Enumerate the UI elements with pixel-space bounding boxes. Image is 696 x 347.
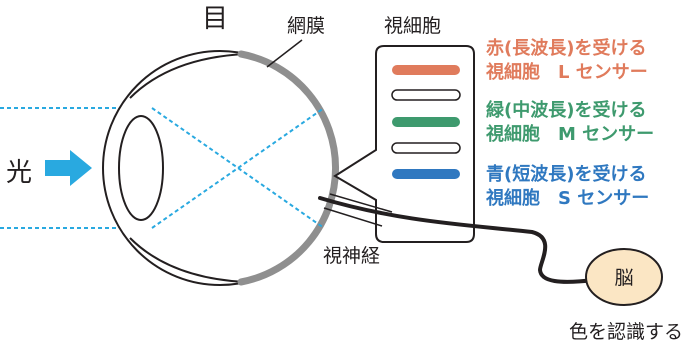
optic-nerve-path: [318, 196, 596, 284]
rod-cell-1: [391, 89, 461, 101]
optic-nerve-line-a: [329, 193, 393, 213]
receptor-s-line2: 視細胞 S センサー: [485, 187, 649, 209]
eye-inner-contour: [129, 53, 246, 283]
receptor-m-line2: 視細胞 M センサー: [485, 123, 654, 145]
retina-leader-line: [266, 39, 303, 68]
recognize-color-label: 色を認識する: [569, 321, 683, 343]
optic-nerve-line-b: [323, 207, 383, 227]
photoreceptor-label: 視細胞: [384, 15, 441, 37]
lens: [118, 115, 164, 221]
rod-cell-2: [391, 142, 461, 154]
light-label: 光: [6, 158, 32, 188]
retina-arc: [237, 50, 340, 286]
receptor-m-line1: 緑(中波長)を受ける: [486, 99, 646, 121]
eye-label: 目: [202, 4, 228, 34]
receptor-s-line1: 青(短波長)を受ける: [486, 163, 646, 185]
light-arrow-icon: [45, 150, 92, 186]
brain-label: 脳: [614, 267, 633, 289]
cone-cell-green: [392, 117, 460, 127]
optic-nerve-label: 視神経: [323, 245, 380, 267]
receptor-l-line2: 視細胞 L センサー: [485, 61, 648, 83]
cone-cell-blue: [392, 169, 460, 179]
retina-label: 網膜: [287, 15, 325, 37]
receptor-l-line1: 赤(長波長)を受ける: [486, 37, 646, 59]
cone-cell-red: [392, 65, 460, 75]
brain-node: [585, 248, 663, 306]
